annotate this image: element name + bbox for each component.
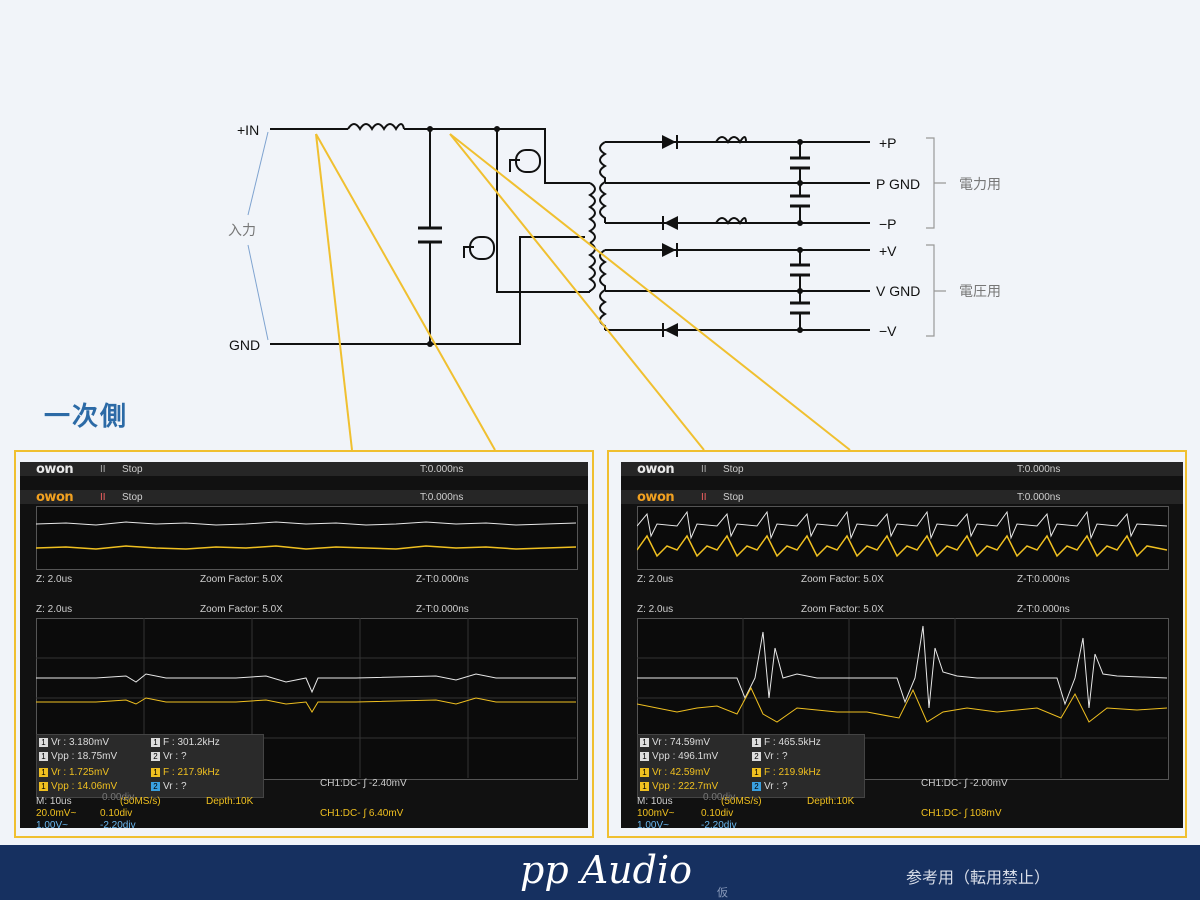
- label-power-group: 電力用: [959, 176, 1001, 192]
- memory-depth: Depth:10K: [807, 796, 855, 807]
- scope-panel-left: owon II Stop T:0.000ns owon II Stop T:0.…: [14, 450, 594, 838]
- meas-ch1-freq: F : 219.9kHz: [764, 767, 821, 778]
- zoom-factor: Zoom Factor: 5.0X: [801, 604, 884, 615]
- zoom-offset: Z-T:0.000ns: [1017, 574, 1070, 585]
- label-out-p-minus: −P: [879, 216, 897, 232]
- ch1-scale: 20.0mV~: [36, 808, 77, 819]
- label-gnd: GND: [229, 337, 261, 353]
- zoom-factor: Zoom Factor: 5.0X: [200, 574, 283, 585]
- run-state: Stop: [723, 464, 744, 475]
- brand-logo: owon: [637, 462, 675, 477]
- ch1-trigger: CH1:DC- ∫ 108mV: [921, 808, 1002, 819]
- meas-ch1-vr: Vr : 42.59mV: [652, 767, 710, 778]
- label-out-v-plus: +V: [879, 243, 897, 259]
- zoom-offset: Z-T:0.000ns: [1017, 604, 1070, 615]
- ch1-trigger: CH1:DC- ∫ 6.40mV: [320, 808, 404, 819]
- sample-rate: (50MS/s): [120, 796, 161, 807]
- zoom-time: Z: 2.0us: [36, 604, 73, 615]
- section-title: 一次側: [44, 402, 129, 432]
- label-voltage-group: 電圧用: [959, 283, 1001, 299]
- run-state: Stop: [122, 492, 143, 503]
- zoom-offset: Z-T:0.000ns: [416, 604, 469, 615]
- footer-brand-sub: 仮: [717, 886, 728, 899]
- run-state: Stop: [723, 492, 744, 503]
- brand-logo: owon: [36, 462, 74, 477]
- label-out-p-gnd: P GND: [876, 176, 921, 192]
- main-timebase: M: 10us: [36, 796, 72, 807]
- zoom-traces: [36, 618, 576, 778]
- hidden-offset: 0.00div: [703, 792, 736, 803]
- ch2-scale: 1.00V~: [36, 820, 68, 828]
- scope-screen-left: owon II Stop T:0.000ns owon II Stop T:0.…: [20, 462, 588, 828]
- brand-logo: owon: [637, 490, 675, 505]
- meas-ch1-vpp: Vpp : 14.06mV: [51, 781, 118, 792]
- meas-ch1-vpp: Vpp : 222.7mV: [652, 781, 719, 792]
- ch1-position: 0.10div: [701, 808, 734, 819]
- run-state: Stop: [122, 464, 143, 475]
- meas-ch1-vpp: Vpp : 18.75mV: [51, 751, 118, 762]
- footer-notice: 参考用（転用禁止）: [906, 868, 1051, 887]
- trigger-readout: CH1:DC- ∫ -2.00mV: [921, 778, 1008, 789]
- footer-brand: pp Audio: [520, 848, 693, 892]
- meas-ch1-freq: F : 301.2kHz: [163, 737, 220, 748]
- hidden-offset: 0.00div: [102, 792, 135, 803]
- brand-logo: owon: [36, 490, 74, 505]
- ch2-scale: 1.00V~: [637, 820, 669, 828]
- zoom-offset: Z-T:0.000ns: [416, 574, 469, 585]
- main-timebase: M: 10us: [637, 796, 673, 807]
- meas-ch2-vr: Vr : ?: [163, 781, 187, 792]
- scope-screen-right: owon II Stop T:0.000ns owon II Stop T:0.…: [621, 462, 1183, 828]
- meas-ch1-vpp: Vpp : 496.1mV: [652, 751, 719, 762]
- meas-ch1-freq: F : 217.9kHz: [163, 767, 220, 778]
- meas-ch1-freq: F : 465.5kHz: [764, 737, 821, 748]
- overview-traces: [36, 521, 576, 550]
- ch1-scale: 100mV~: [637, 808, 675, 819]
- ch1-position: 0.10div: [100, 808, 133, 819]
- footer-bar: [0, 845, 1200, 900]
- zoom-time: Z: 2.0us: [637, 574, 674, 585]
- sample-rate: (50MS/s): [721, 796, 762, 807]
- circuit-schematic: [247, 123, 946, 451]
- label-out-v-minus: −V: [879, 323, 897, 339]
- meas-ch1-vr: Vr : 3.180mV: [51, 737, 109, 748]
- label-out-p-plus: +P: [879, 135, 897, 151]
- label-input: 入力: [228, 222, 256, 238]
- ch2-position: -2.20div: [701, 820, 737, 828]
- zoom-traces: [637, 618, 1167, 778]
- meas-ch1-vr: Vr : 74.59mV: [652, 737, 710, 748]
- trigger-readout: CH1:DC- ∫ -2.40mV: [320, 778, 407, 789]
- zoom-factor: Zoom Factor: 5.0X: [200, 604, 283, 615]
- zoom-factor: Zoom Factor: 5.0X: [801, 574, 884, 585]
- meas-ch1-vr: Vr : 1.725mV: [51, 767, 109, 778]
- zoom-time: Z: 2.0us: [36, 574, 73, 585]
- trig-time: T:0.000ns: [420, 492, 464, 503]
- overview-traces: [637, 510, 1167, 558]
- label-in-plus: +IN: [237, 122, 260, 138]
- label-out-v-gnd: V GND: [876, 283, 921, 299]
- trig-time: T:0.000ns: [1017, 464, 1061, 475]
- overview-grid: [36, 506, 578, 570]
- memory-depth: Depth:10K: [206, 796, 254, 807]
- meas-ch2-vr: Vr : ?: [764, 781, 788, 792]
- meas-ch2-vr: Vr : ?: [764, 751, 788, 762]
- trig-time: T:0.000ns: [1017, 492, 1061, 503]
- zoom-time: Z: 2.0us: [637, 604, 674, 615]
- meas-ch2-vr: Vr : ?: [163, 751, 187, 762]
- scope-panel-right: owon II Stop T:0.000ns owon II Stop T:0.…: [607, 450, 1187, 838]
- ch2-position: -2.20div: [100, 820, 136, 828]
- trig-time: T:0.000ns: [420, 464, 464, 475]
